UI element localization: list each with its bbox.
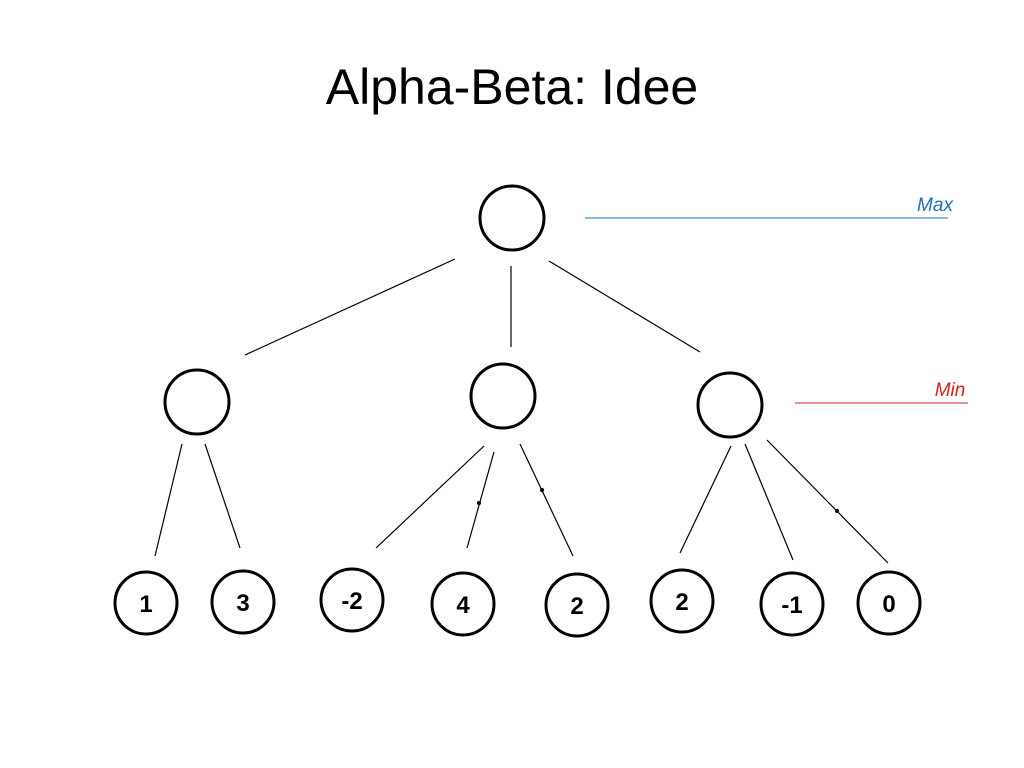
leaf-value: -1 xyxy=(781,592,802,619)
leaf-node-1: 1 xyxy=(113,570,179,636)
root-max-node xyxy=(478,184,546,252)
edge-min1-leaf1 xyxy=(154,443,183,557)
edge-min3-leaf8 xyxy=(766,439,889,564)
leaf-value: 3 xyxy=(236,590,249,617)
edge-root-min3 xyxy=(548,260,701,353)
leaf-value: 2 xyxy=(675,589,688,616)
leaf-node-3: -2 xyxy=(319,567,385,633)
edge-root-min1 xyxy=(244,258,456,356)
leaf-value: 2 xyxy=(570,593,583,620)
min-node-2 xyxy=(469,362,537,430)
edge-marker-dot xyxy=(540,488,544,492)
min-level-label: Min xyxy=(935,380,966,401)
leaf-node-4: 4 xyxy=(430,571,496,637)
leaf-value: 4 xyxy=(456,592,470,619)
max-level-label: Max xyxy=(917,195,954,216)
min-node-3 xyxy=(696,371,764,439)
edge-min2-leaf5 xyxy=(519,443,574,557)
leaf-node-2: 3 xyxy=(210,569,276,635)
leaf-value: 1 xyxy=(139,591,152,618)
edge-marker-dot xyxy=(835,509,839,513)
edge-min2-leaf4 xyxy=(466,451,495,549)
edge-marker-dot xyxy=(477,501,481,505)
leaf-node-7: -1 xyxy=(759,571,825,637)
slide-title: Alpha-Beta: Idee xyxy=(325,59,699,115)
edge-min2-leaf3 xyxy=(375,445,485,549)
leaf-node-8: 0 xyxy=(856,570,922,636)
leaf-node-5: 2 xyxy=(544,572,610,638)
min-node-1 xyxy=(163,368,231,436)
edge-min1-leaf2 xyxy=(204,443,241,549)
leaf-node-6: 2 xyxy=(649,568,715,634)
edge-min3-leaf7 xyxy=(744,443,794,561)
leaf-value: -2 xyxy=(341,588,362,615)
leaf-value: 0 xyxy=(882,591,895,618)
edge-min3-leaf6 xyxy=(679,445,732,554)
